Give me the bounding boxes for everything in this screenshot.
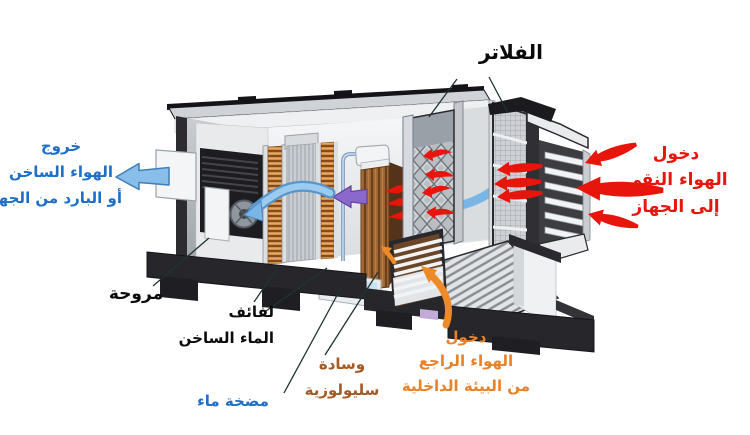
exit-air-arrow	[115, 162, 170, 191]
air-out-label: خروج الهواء الساخن أو البارد من الجهاز	[0, 134, 122, 211]
pad-line2: سليولوزية	[304, 380, 380, 399]
air-out-line1: خروج	[40, 137, 82, 155]
airflow-arrows-inlet-chamber	[494, 161, 543, 204]
hot-water-coil-bank	[262, 132, 338, 266]
airflow-arrows-through-filter	[422, 148, 456, 220]
fresh-air-in-line3: إلى الجهاز	[632, 196, 720, 217]
air-out-line3: أو البارد من الجهاز	[0, 188, 122, 207]
fresh-air-in-line1: دخول	[652, 144, 700, 164]
air-out-line2: الهواء الساخن	[8, 162, 114, 181]
return-air-line2: الهواء الراجع	[418, 352, 514, 371]
fresh-air-entry-arrows	[576, 142, 664, 229]
water-pump-label: مضخة ماء	[197, 392, 269, 410]
cellulose-pad	[360, 165, 390, 291]
fan-housing	[204, 186, 230, 242]
pad-line1: وسادة	[318, 355, 366, 373]
pointer-lines	[152, 76, 509, 394]
pleated-filter-panel	[402, 100, 464, 252]
return-air-in-label: دخول الهواء الراجع من البيئة الداخلية	[396, 325, 536, 398]
airflow-arrow-to-fan	[242, 180, 336, 222]
cellulose-pad-label: وسادة سليولوزية	[300, 352, 384, 403]
filters-label: الفلاتر	[479, 40, 543, 64]
return-air-line1: دخول	[445, 328, 487, 346]
exhaust-louver	[201, 156, 259, 194]
coils-line2: الماء الساخن	[178, 329, 274, 348]
fresh-air-in-line2: الهواء النقي	[624, 170, 728, 191]
return-air-line3: من البيئة الداخلية	[401, 376, 531, 395]
fresh-air-in-label: دخول الهواء النقي إلى الجهاز	[608, 141, 744, 220]
coils-line1: لفائف	[228, 303, 274, 321]
return-air-arrows	[381, 246, 452, 329]
airflow-arrow-purple	[331, 184, 368, 209]
fan-label: مروحة	[108, 284, 164, 304]
hot-water-coils-label: لفائف الماء الساخن	[168, 299, 274, 352]
